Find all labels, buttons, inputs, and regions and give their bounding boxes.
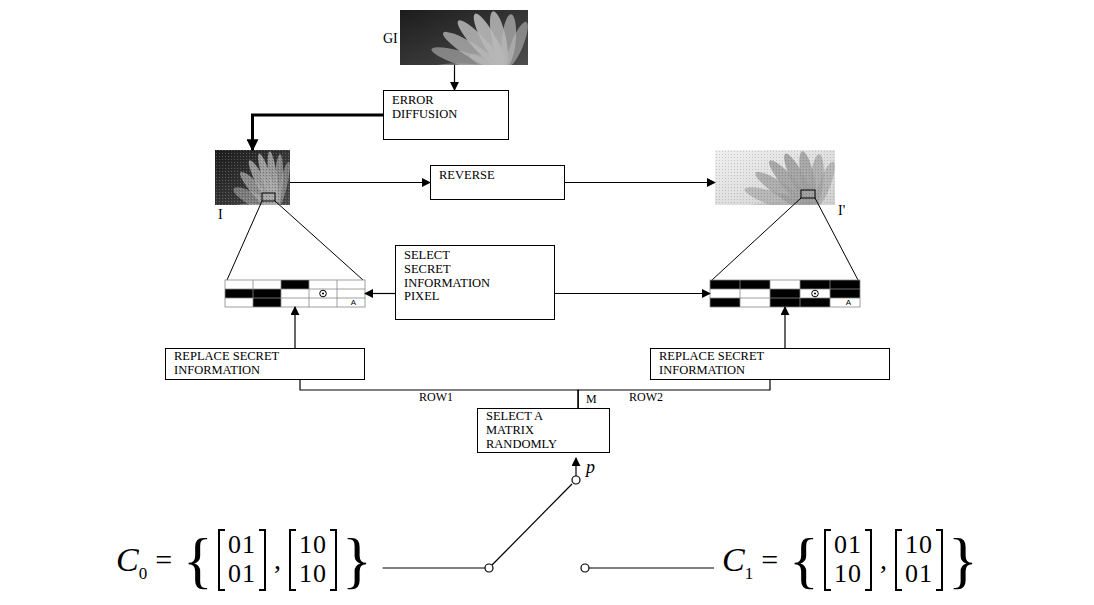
pixel-block: A — [710, 280, 860, 307]
halftone-image — [215, 150, 292, 219]
pixel-block — [710, 280, 860, 307]
formula-symbol: { — [789, 529, 819, 591]
image-label: GI — [383, 32, 398, 46]
process-box: SELECT A MATRIX RANDOMLY — [477, 408, 610, 453]
edge-label: ROW2 — [628, 391, 664, 404]
process-box: SELECT SECRET INFORMATION PIXEL — [395, 245, 555, 320]
connector-arrow — [300, 380, 578, 409]
matrix-column: 0110 — [831, 529, 865, 590]
switch-label: p — [585, 458, 596, 478]
set-subscript: 1 — [745, 564, 754, 583]
box-label: REPLACE SECRET INFORMATION — [174, 350, 299, 378]
matrix-row: 01 — [905, 560, 933, 589]
set-symbol: C1 — [722, 541, 753, 579]
image-node: I' — [715, 150, 835, 205]
matrix-row: 01 — [834, 531, 862, 560]
pixel-block — [225, 280, 365, 307]
matrix: 1001 — [895, 529, 943, 590]
connector-arrow — [565, 182, 715, 183]
process-box: ERROR DIFFUSION — [383, 90, 509, 140]
process-box: REPLACE SECRET INFORMATION — [650, 348, 890, 380]
box-label: REPLACE SECRET INFORMATION — [659, 350, 784, 378]
matrix-column: 1010 — [296, 529, 330, 590]
box-label: REVERSE — [439, 169, 539, 183]
matrix: 0101 — [218, 529, 266, 590]
matrix-bracket — [289, 529, 296, 590]
formula-symbol: } — [342, 529, 372, 591]
box-label: ERROR DIFFUSION — [392, 94, 482, 122]
image-node: I — [215, 150, 290, 205]
selector-switch — [485, 458, 589, 572]
connector-arrow — [294, 307, 295, 348]
switch-wires — [383, 568, 714, 569]
edge-label: ROW1 — [418, 391, 454, 404]
matrix-row: 10 — [905, 531, 933, 560]
connector-arrow — [365, 293, 395, 294]
matrix-row: 01 — [228, 560, 256, 589]
process-box: REVERSE — [430, 165, 565, 200]
box-label: SELECT A MATRIX RANDOMLY — [486, 410, 561, 451]
switch-wire — [589, 567, 714, 568]
connector-arrow — [454, 65, 455, 90]
formula-symbol: , — [880, 544, 887, 576]
connector-arrow — [290, 182, 430, 183]
set-name: C — [722, 541, 745, 578]
matrix-label: M — [585, 393, 598, 406]
connector-arrow — [578, 380, 770, 409]
matrix-bracket — [865, 529, 872, 590]
image-label: I — [218, 208, 223, 222]
formula-symbol: = — [155, 543, 172, 577]
pixel-label: A — [351, 298, 356, 307]
formula-symbol: { — [183, 529, 213, 591]
matrix-column: 0101 — [225, 529, 259, 590]
connector-arrow — [555, 293, 710, 294]
switch-label: p — [586, 457, 595, 477]
matrix-bracket — [259, 529, 266, 590]
matrix-bracket — [218, 529, 225, 590]
matrix-label: M — [586, 392, 597, 406]
formula-symbol: } — [948, 529, 978, 591]
codebook-formula: C1={0110,1001} — [722, 520, 981, 600]
matrix: 0110 — [824, 529, 872, 590]
connector-arrow — [784, 307, 785, 348]
set-symbol: C0 — [116, 541, 147, 579]
set-subscript: 0 — [139, 564, 148, 583]
matrix-row: 01 — [228, 531, 256, 560]
image-label: I' — [838, 204, 845, 218]
matrix-bracket — [330, 529, 337, 590]
process-box: REPLACE SECRET INFORMATION — [165, 348, 365, 380]
matrix: 1010 — [289, 529, 337, 590]
connector-arrow — [253, 115, 384, 150]
switch-wire — [383, 567, 485, 568]
matrix-row: 10 — [299, 560, 327, 589]
matrix-row: 10 — [299, 531, 327, 560]
matrix-row: 10 — [834, 560, 862, 589]
pixel-label: A — [846, 298, 851, 307]
matrix-bracket — [936, 529, 943, 590]
matrix-column: 1001 — [902, 529, 936, 590]
formula-symbol: = — [761, 543, 778, 577]
matrix-bracket — [895, 529, 902, 590]
pixel-block: A — [225, 280, 365, 307]
grayscale-image — [400, 10, 532, 79]
formula-symbol: , — [274, 544, 281, 576]
codebook-formula: C0={0101,1010} — [116, 520, 375, 600]
matrix-bracket — [824, 529, 831, 590]
set-name: C — [116, 541, 139, 578]
image-node: GI — [400, 10, 528, 65]
box-label: SELECT SECRET INFORMATION PIXEL — [404, 249, 490, 304]
